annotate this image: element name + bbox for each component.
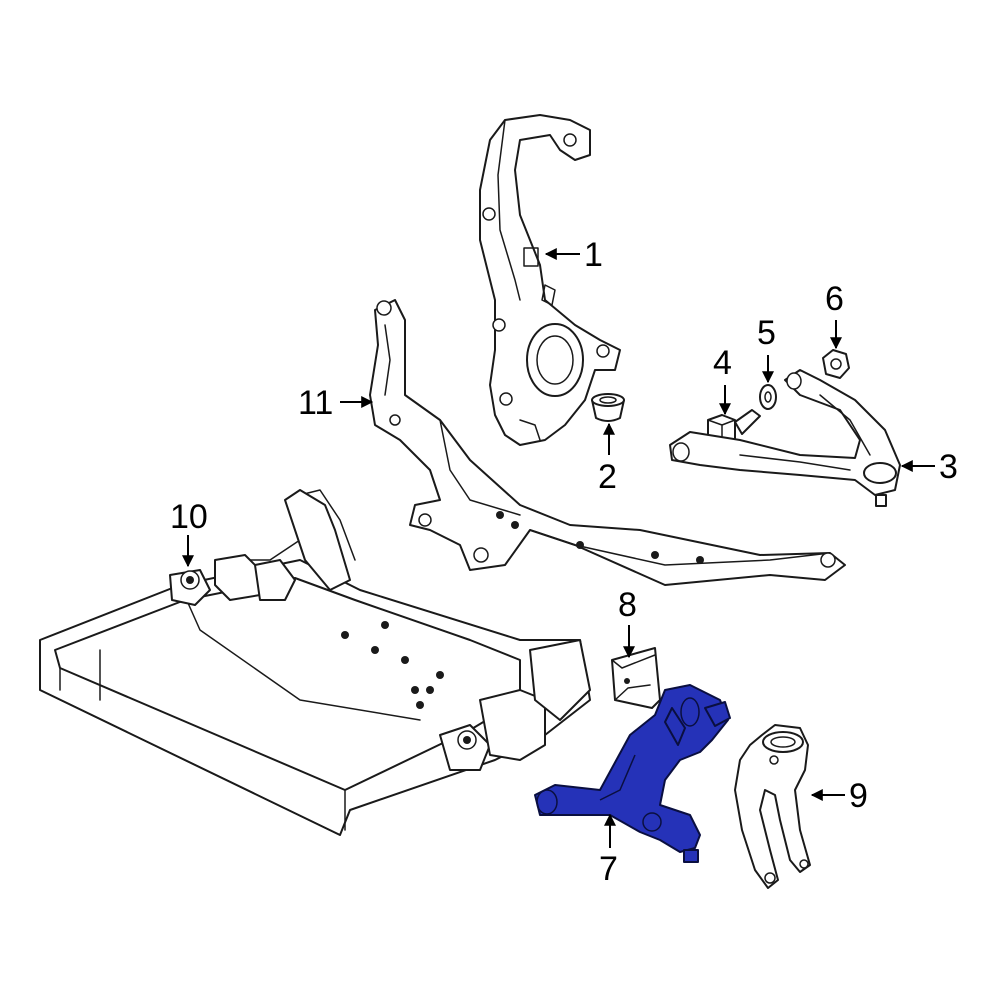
callout-9: 9 (810, 777, 868, 815)
callout-7: 7 (599, 813, 618, 888)
strut-fork-part-9[interactable] (734, 724, 811, 889)
callout-label-9: 9 (849, 777, 868, 815)
callout-label-8: 8 (618, 586, 637, 624)
callout-3: 3 (900, 448, 958, 486)
callout-8: 8 (618, 586, 637, 659)
callout-5: 5 (757, 314, 776, 384)
callout-2: 2 (598, 422, 617, 496)
callout-label-6: 6 (825, 280, 844, 318)
lower-control-arm-part-7[interactable] (534, 684, 731, 863)
callout-label-4: 4 (713, 344, 732, 382)
callout-label-11: 11 (298, 384, 333, 422)
upper-control-arm-part-3[interactable] (669, 369, 901, 507)
washer-part-5[interactable] (759, 384, 777, 410)
callout-label-1: 1 (584, 236, 603, 274)
bushing-part-2[interactable] (591, 393, 625, 422)
callout-label-7: 7 (599, 850, 618, 888)
callout-label-2: 2 (598, 458, 617, 496)
bracket-part-11[interactable] (369, 299, 846, 586)
callout-label-10: 10 (170, 498, 208, 536)
steering-knuckle-part-1[interactable] (479, 114, 621, 446)
callout-1: 1 (544, 236, 603, 274)
callout-4: 4 (713, 344, 732, 416)
shield-part-8[interactable] (611, 647, 661, 709)
callout-11: 11 (298, 384, 374, 422)
subframe-part-10[interactable] (39, 489, 591, 836)
callout-10: 10 (170, 498, 208, 568)
callout-6: 6 (825, 280, 844, 350)
callout-label-3: 3 (939, 448, 958, 486)
callout-label-5: 5 (757, 314, 776, 352)
nut-part-6[interactable] (822, 349, 850, 379)
